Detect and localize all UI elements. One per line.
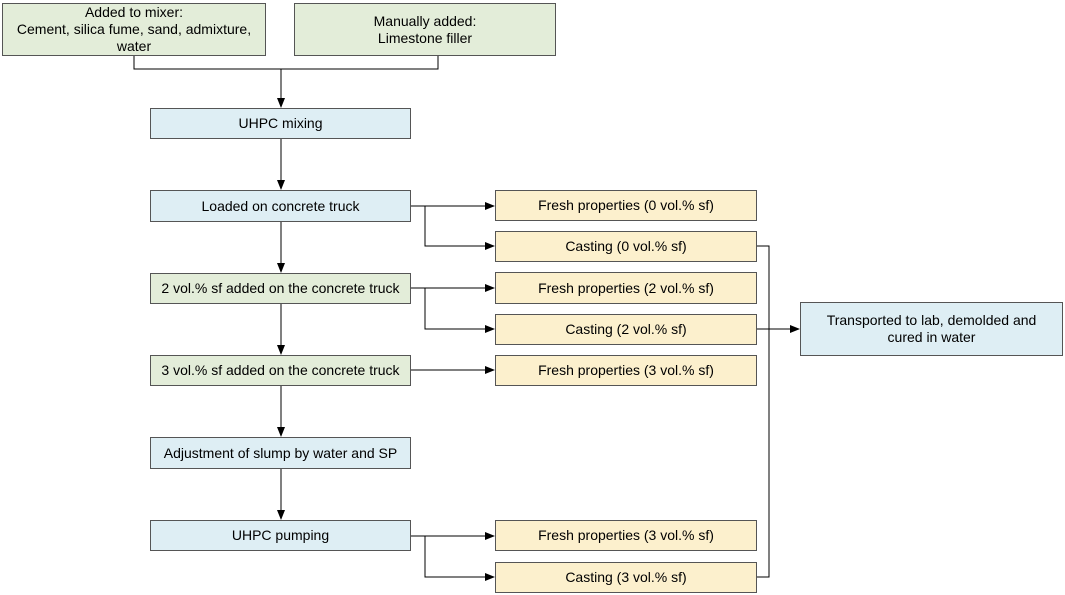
node-sf2: 2 vol.% sf added on the concrete truck — [150, 273, 411, 304]
node-manual-inputs: Manually added: Limestone filler — [294, 3, 556, 56]
arrow-to-cast0 — [424, 206, 495, 250]
node-fresh3-pump: Fresh properties (3 vol.% sf) — [495, 520, 757, 551]
node-sf3: 3 vol.% sf added on the concrete truck — [150, 355, 411, 386]
node-truck: Loaded on concrete truck — [150, 190, 411, 222]
connector-cast0-collector — [757, 245, 770, 578]
node-mixing: UHPC mixing — [150, 108, 411, 139]
connector-mixer-inputs — [133, 56, 281, 70]
node-fresh2: Fresh properties (2 vol.% sf) — [495, 272, 757, 304]
node-cast3: Casting (3 vol.% sf) — [495, 562, 757, 593]
node-fresh3: Fresh properties (3 vol.% sf) — [495, 355, 757, 386]
connector-manual-inputs — [281, 56, 439, 70]
node-mixer-inputs: Added to mixer: Cement, silica fume, san… — [2, 3, 266, 56]
node-cast0: Casting (0 vol.% sf) — [495, 231, 757, 262]
node-slump: Adjustment of slump by water and SP — [150, 437, 411, 469]
arrow-to-cast2 — [424, 288, 495, 333]
node-pumping: UHPC pumping — [150, 520, 411, 551]
node-cast2: Casting (2 vol.% sf) — [495, 314, 757, 345]
node-fresh0: Fresh properties (0 vol.% sf) — [495, 190, 757, 221]
node-lab: Transported to lab, demolded and cured i… — [800, 302, 1063, 356]
arrow-to-cast3 — [424, 536, 495, 581]
